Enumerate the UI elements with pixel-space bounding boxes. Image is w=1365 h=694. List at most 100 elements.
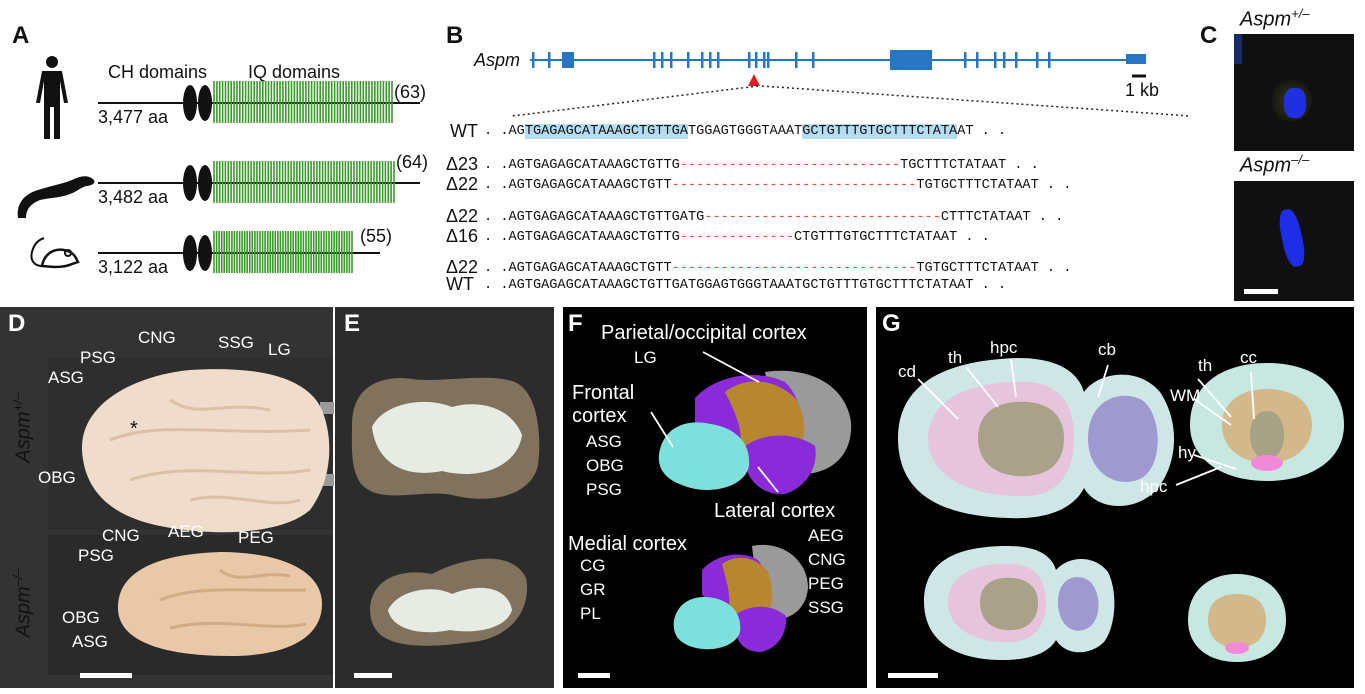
g-label-wm: WM xyxy=(1170,386,1201,405)
iq-domains-label: IQ domains xyxy=(248,62,341,82)
ch-domain-mark xyxy=(198,165,212,201)
g-label-th-coronal: th xyxy=(1198,356,1213,375)
exon-mark xyxy=(653,52,656,68)
panel-d-letter: D xyxy=(8,310,26,337)
exon-mark xyxy=(548,52,551,68)
e-het-model xyxy=(351,377,540,499)
ch-domains-label: CH domains xyxy=(108,62,208,82)
allele-sequence: . .AGTGAGAGCATAAAGCTGTT-----------------… xyxy=(484,178,1072,193)
allele-label: Δ23 xyxy=(446,154,479,174)
ch-domain-mark xyxy=(183,165,197,201)
d-het-genotype: Aspm+/– xyxy=(9,393,35,463)
f-medial-sub-1: CG xyxy=(580,556,606,575)
exon-mark xyxy=(795,52,798,68)
f-pointer-lines xyxy=(650,351,779,493)
allele-label: Δ22 xyxy=(446,174,479,194)
exon-mark xyxy=(1126,54,1146,64)
f-frontal-label-1: Frontal xyxy=(572,382,635,404)
d-bot-obg: OBG xyxy=(62,608,100,627)
f-medial-sub-3: PL xyxy=(580,604,601,623)
allele-label: WT xyxy=(446,274,474,294)
exon-mark xyxy=(717,52,720,68)
panel-c-letter: C xyxy=(1200,22,1218,49)
f-frontal-sub-2: OBG xyxy=(586,456,624,475)
target-site-marker xyxy=(748,74,760,86)
panel-e-letter: E xyxy=(344,310,361,337)
c-het-genotype: Aspm+/– xyxy=(1240,6,1310,31)
g-label-cb: cb xyxy=(1098,340,1116,359)
g-label-hpc-coronal: hpc xyxy=(1140,477,1168,496)
d-bot-aeg: AEG xyxy=(168,522,204,541)
d-ko-brain xyxy=(117,552,322,656)
d-top-psg: PSG xyxy=(80,348,116,367)
g-label-hpc: hpc xyxy=(990,338,1018,357)
human-icon xyxy=(36,56,68,139)
human-length-label: 3,477 aa xyxy=(98,107,169,127)
f-parietal-sub: LG xyxy=(634,348,657,367)
gene-name: Aspm xyxy=(474,50,521,70)
exon-mark xyxy=(890,50,932,70)
ch-domain-mark xyxy=(183,85,197,121)
g-label-th: th xyxy=(948,348,963,367)
exon-mark xyxy=(670,52,673,68)
exon-mark xyxy=(1036,52,1039,68)
f-parietal-label: Parietal/occipital cortex xyxy=(601,322,807,344)
scale-label: 1 kb xyxy=(1125,80,1160,100)
f-lateral-sub-3: PEG xyxy=(808,574,844,593)
f-frontal-sub-1: ASG xyxy=(586,432,622,451)
f-ko-model xyxy=(673,544,808,652)
c-het-image xyxy=(1234,34,1354,151)
allele-sequence: . .AGTGAGAGCATAAAGCTGTTG--------------CT… xyxy=(484,230,990,245)
exon-mark xyxy=(767,52,770,68)
g-ko-coronal-section xyxy=(1188,574,1286,662)
exon-mark xyxy=(701,52,704,68)
wt-sequence: . .AGTGAGAGCATAAAGCTGTTGATGGAGTGGGTAAATG… xyxy=(484,124,1007,139)
d-asterisk: * xyxy=(130,418,138,440)
allele-sequence: . .AGTGAGAGCATAAAGCTGTT-----------------… xyxy=(484,261,1072,276)
g-pointer-lines xyxy=(917,358,1255,486)
ferret-iq-count: (64) xyxy=(396,152,429,172)
g-label-hy: hy xyxy=(1178,443,1196,462)
panel-a-letter: A xyxy=(12,22,30,49)
ch-domain-mark xyxy=(198,235,212,271)
c-ko-genotype: Aspm–/– xyxy=(1240,152,1310,177)
d-top-asg: ASG xyxy=(48,368,84,387)
exon-mark xyxy=(661,52,664,68)
ferret-icon xyxy=(17,176,95,218)
ch-domain-mark xyxy=(198,85,212,121)
exon-mark xyxy=(976,52,979,68)
mouse-length-label: 3,122 aa xyxy=(98,257,169,277)
e-ko-model xyxy=(370,558,528,646)
f-frontal-label-2: cortex xyxy=(572,405,627,427)
e-scale-bar xyxy=(354,673,392,678)
wt-label-top: WT xyxy=(450,121,478,141)
exon-mark xyxy=(1003,52,1006,68)
d-bot-peg: PEG xyxy=(238,528,274,547)
f-medial-sub-2: GR xyxy=(580,580,606,599)
g-het-coronal-section xyxy=(1190,363,1344,481)
f-het-model xyxy=(658,370,852,495)
exon-mark xyxy=(709,52,712,68)
f-lateral-sub-2: CNG xyxy=(808,550,846,569)
d-scale-bar xyxy=(80,673,132,678)
protein-diagrams xyxy=(98,81,420,273)
f-lateral-label: Lateral cortex xyxy=(714,500,836,522)
d-top-cng: CNG xyxy=(138,328,176,347)
d-bot-psg: PSG xyxy=(78,546,114,565)
allele-sequence: . .AGTGAGAGCATAAAGCTGTTG----------------… xyxy=(484,158,1039,173)
exon-mark xyxy=(1048,52,1051,68)
f-scale-bar xyxy=(578,673,610,678)
exon-mark xyxy=(562,52,574,68)
allele-sequence: . .AGTGAGAGCATAAAGCTGTTGATG-------------… xyxy=(484,210,1064,225)
c-ko-image xyxy=(1234,181,1354,301)
g-het-horizontal-section xyxy=(898,358,1175,519)
c-scale-bar xyxy=(1244,289,1278,294)
exon-mark xyxy=(763,52,766,68)
d-top-obg: OBG xyxy=(38,468,76,487)
allele-label: Δ22 xyxy=(446,257,479,277)
f-lateral-sub-4: SSG xyxy=(808,598,844,617)
d-ko-genotype: Aspm–/– xyxy=(9,568,35,638)
d-bot-cng: CNG xyxy=(102,526,140,545)
mouse-icon xyxy=(30,237,80,269)
d-het-brain xyxy=(81,369,334,533)
